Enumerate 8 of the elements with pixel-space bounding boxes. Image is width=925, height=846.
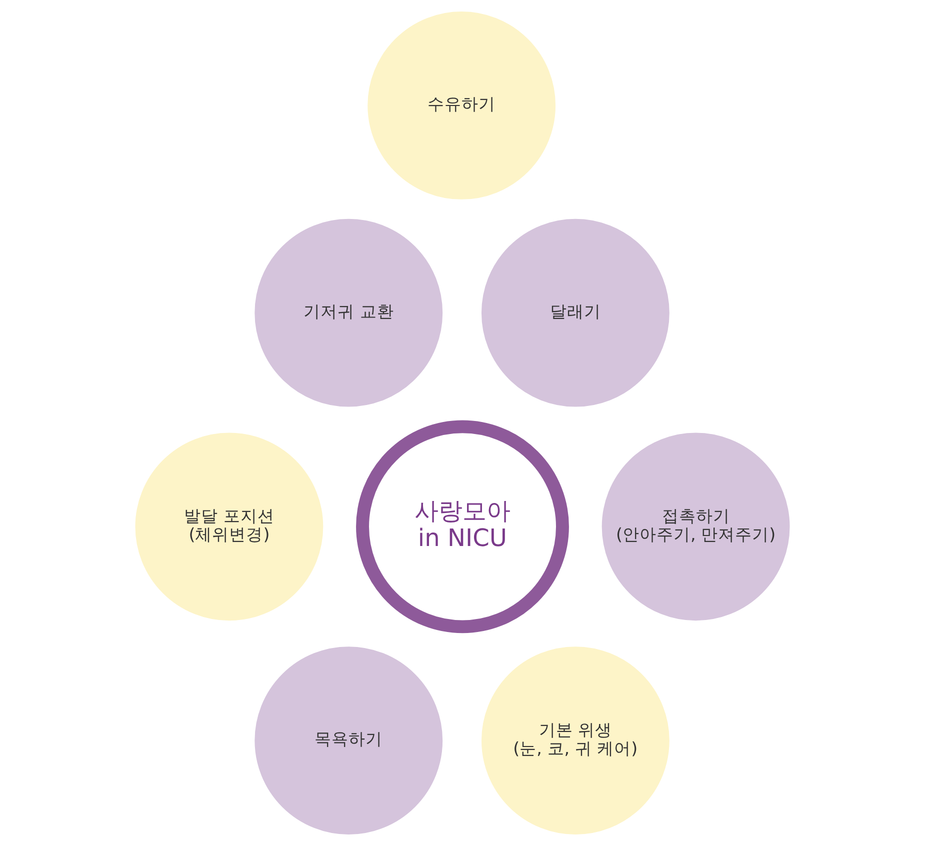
node-circle: 수유하기 bbox=[368, 12, 556, 200]
node-circle: 사랑모아 in NICU bbox=[356, 420, 569, 634]
node-circle: 기본 위생 (눈, 코, 귀 케어) bbox=[481, 646, 670, 834]
node-circle: 접촉하기 (안아주기, 만져주기) bbox=[602, 432, 790, 621]
node-circle: 달래기 bbox=[481, 218, 670, 407]
node-circle: 발달 포지션 (체위변경) bbox=[135, 432, 324, 621]
node-circle: 기저귀 교환 bbox=[254, 218, 443, 407]
node-circle: 목욕하기 bbox=[254, 646, 443, 834]
